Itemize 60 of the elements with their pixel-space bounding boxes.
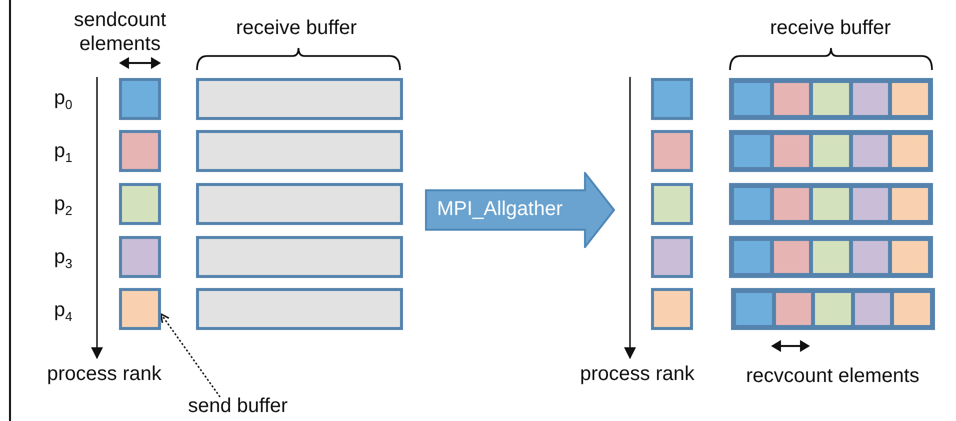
send-buffer-block xyxy=(119,236,161,278)
send-buffer-block xyxy=(119,183,161,225)
text-label: process rank xyxy=(47,362,162,386)
receive-buffer-bar xyxy=(196,236,403,278)
buffer-element-cell xyxy=(811,133,851,169)
buffer-element-cell xyxy=(772,81,812,117)
buffer-element-cell xyxy=(850,133,890,169)
annotation-text: send buffer xyxy=(188,395,308,421)
receive-buffer-row xyxy=(729,236,933,278)
send-buffer-block xyxy=(651,78,693,120)
receive-buffer-bar xyxy=(196,183,403,225)
receive-buffer-row xyxy=(729,78,933,120)
send-buffer-block xyxy=(651,183,693,225)
process-label: p$_{4}$ xyxy=(54,298,72,326)
block-arrow xyxy=(425,172,615,248)
buffer-element-cell xyxy=(890,186,930,222)
send-buffer-block xyxy=(651,288,693,330)
receive-buffer-bar xyxy=(196,288,403,330)
buffer-element-cell xyxy=(774,291,814,327)
buffer-element-cell xyxy=(890,239,930,275)
buffer-element-cell xyxy=(732,239,772,275)
send-buffer-block xyxy=(651,130,693,172)
buffer-element-cell xyxy=(732,133,772,169)
send-buffer-block xyxy=(119,130,161,172)
buffer-element-cell xyxy=(890,133,930,169)
buffer-element-cell xyxy=(811,81,851,117)
receive-buffer-row xyxy=(731,288,935,330)
leader-line xyxy=(160,313,221,398)
buffer-element-cell xyxy=(772,186,812,222)
buffer-element-cell xyxy=(813,291,853,327)
buffer-element-cell xyxy=(732,186,772,222)
process-label: p$_{1}$ xyxy=(54,139,72,167)
receive-buffer-row xyxy=(729,130,933,172)
buffer-element-cell xyxy=(811,239,851,275)
send-buffer-block xyxy=(119,78,161,120)
buffer-element-cell xyxy=(890,81,930,117)
buffer-element-cell xyxy=(850,239,890,275)
text-label: recvcount elements xyxy=(746,364,920,388)
send-buffer-block xyxy=(651,236,693,278)
text-label: receive buffer xyxy=(236,16,357,40)
operation-label: MPI_Allgather xyxy=(437,198,563,221)
receive-buffer-row xyxy=(729,183,933,225)
buffer-element-cell xyxy=(850,186,890,222)
process-label: p$_{3}$ xyxy=(54,245,72,273)
buffer-element-cell xyxy=(852,291,892,327)
buffer-element-cell xyxy=(772,239,812,275)
receive-buffer-bar xyxy=(196,78,403,120)
send-buffer-block xyxy=(119,288,161,330)
buffer-element-cell xyxy=(734,291,774,327)
buffer-element-cell xyxy=(732,81,772,117)
buffer-element-cell xyxy=(892,291,932,327)
buffer-element-cell xyxy=(850,81,890,117)
buffer-element-cell xyxy=(811,186,851,222)
text-label: process rank xyxy=(580,362,694,386)
text-label: receive buffer xyxy=(770,16,891,40)
buffer-element-cell xyxy=(772,133,812,169)
process-label: p$_{0}$ xyxy=(54,86,72,114)
process-label: p$_{2}$ xyxy=(54,192,72,220)
text-label: sendcount elements xyxy=(72,8,168,56)
receive-buffer-bar xyxy=(196,130,403,172)
